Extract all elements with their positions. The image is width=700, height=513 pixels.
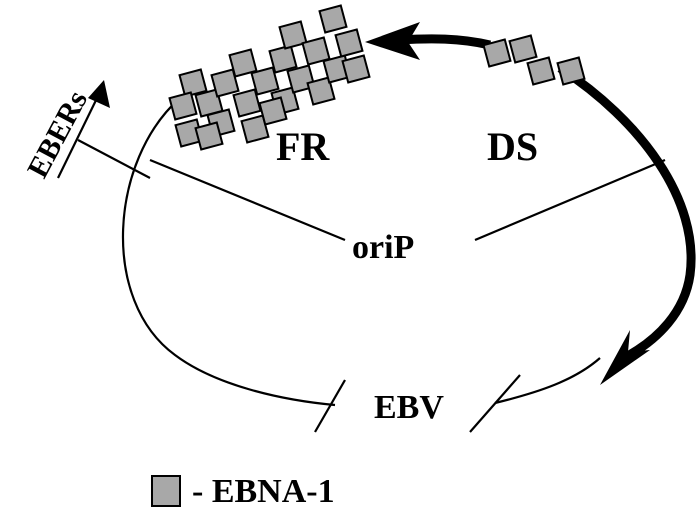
ebna1-square — [306, 76, 336, 106]
ebna1-square — [508, 34, 538, 64]
ebna1-square — [194, 121, 224, 151]
orip-label: oriP — [352, 229, 414, 266]
ebers-arrowhead-icon — [88, 80, 110, 108]
legend-label: - EBNA-1 — [192, 473, 335, 510]
ebna1-square — [268, 44, 298, 74]
orip-line-right — [474, 158, 666, 242]
ebna1-square — [526, 56, 556, 86]
ebna1-square — [228, 48, 258, 78]
arrowhead-bottom-icon — [600, 330, 650, 385]
ebers-label: EBERs — [21, 85, 94, 183]
ebna1-square — [556, 56, 586, 86]
ebna1-square — [258, 96, 288, 126]
ebna1-square — [210, 68, 240, 98]
ebna1-square — [178, 68, 208, 98]
ebna1-square — [168, 91, 198, 121]
ds-thick-arc — [557, 64, 696, 365]
ds-ebna1-cluster — [482, 34, 586, 86]
ds-label: DS — [487, 124, 538, 169]
fr-ebna1-cluster — [168, 4, 371, 151]
ebv-label: EBV — [374, 389, 444, 426]
ebna1-square — [232, 88, 262, 118]
ebv-break-left — [314, 379, 346, 433]
ebna1-square — [341, 54, 371, 84]
ebna1-square — [278, 20, 308, 50]
orip-line-left — [149, 158, 346, 242]
ebers-arrow-shaft — [57, 91, 101, 179]
ebna1-square — [250, 66, 280, 96]
ebv-episome-ring — [121, 97, 336, 407]
ebna1-square — [301, 36, 331, 66]
ebers-baseline — [77, 139, 151, 179]
ebna1-square — [482, 38, 512, 68]
ebv-break-right — [469, 374, 521, 433]
fr-ds-thick-arc — [399, 34, 492, 50]
fr-label: FR — [276, 124, 330, 169]
ebna1-square — [334, 28, 364, 58]
ebv-episome-ring-right — [494, 357, 601, 405]
arrowhead-top-icon — [365, 22, 420, 60]
ebna1-square — [318, 4, 348, 34]
ebna1-square — [240, 114, 270, 144]
legend-ebna1-swatch — [151, 475, 181, 507]
